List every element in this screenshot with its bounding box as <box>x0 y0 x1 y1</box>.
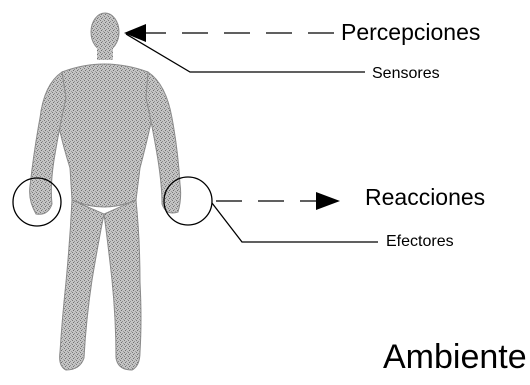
sensores-label: Sensores <box>372 66 440 82</box>
sensor-pointer-line <box>126 34 365 72</box>
effector-pointer-line <box>212 203 378 242</box>
human-figure-icon <box>30 13 181 370</box>
percept-arrow <box>124 24 340 42</box>
ambiente-label: Ambiente <box>383 340 527 374</box>
reaction-arrow <box>216 192 340 210</box>
arrow-right-icon <box>316 192 340 210</box>
percepciones-label: Percepciones <box>341 21 480 44</box>
efectores-label: Efectores <box>386 234 454 250</box>
reacciones-label: Reacciones <box>365 186 485 209</box>
